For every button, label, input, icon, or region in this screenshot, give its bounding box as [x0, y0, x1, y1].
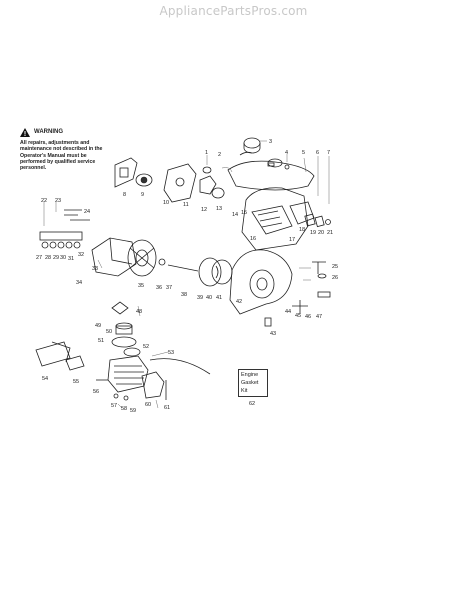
- warning-notice: WARNING All repairs, adjustments and mai…: [20, 128, 112, 171]
- callout-29: 29: [53, 255, 59, 261]
- callout-52: 52: [143, 344, 149, 350]
- warning-triangle-icon: [20, 128, 30, 137]
- callout-23: 23: [55, 198, 61, 204]
- callout-30: 30: [60, 255, 66, 261]
- callout-62: 62: [249, 401, 255, 407]
- callout-33: 33: [92, 266, 98, 272]
- callout-41: 41: [216, 295, 222, 301]
- callout-61: 61: [164, 405, 170, 411]
- callout-11: 11: [183, 202, 189, 208]
- callout-51: 51: [98, 338, 104, 344]
- callout-19: 19: [310, 230, 316, 236]
- callout-50: 50: [106, 329, 112, 335]
- callout-24: 24: [84, 209, 90, 215]
- callout-12: 12: [201, 207, 207, 213]
- callout-13: 13: [216, 206, 222, 212]
- callout-20: 20: [318, 230, 324, 236]
- warning-title: WARNING: [34, 129, 63, 136]
- callout-26: 26: [332, 275, 338, 281]
- callout-15: 15: [241, 210, 247, 216]
- callout-18: 18: [299, 227, 305, 233]
- callout-9: 9: [141, 192, 144, 198]
- callout-45: 45: [295, 313, 301, 319]
- callout-28: 28: [45, 255, 51, 261]
- callout-6: 6: [316, 150, 319, 156]
- callout-8: 8: [123, 192, 126, 198]
- kit-line-1: Engine: [241, 372, 259, 378]
- callout-32: 32: [78, 252, 84, 258]
- callout-34: 34: [76, 280, 82, 286]
- callout-25: 25: [332, 264, 338, 270]
- kit-line-3: Kit: [241, 388, 248, 394]
- callout-39: 39: [197, 295, 203, 301]
- callout-43: 43: [270, 331, 276, 337]
- callout-27: 27: [36, 255, 42, 261]
- callout-3: 3: [269, 139, 272, 145]
- callout-48: 48: [136, 309, 142, 315]
- callout-49: 49: [95, 323, 101, 329]
- callout-44: 44: [285, 309, 291, 315]
- callout-7: 7: [327, 150, 330, 156]
- callout-17: 17: [289, 237, 295, 243]
- callout-22: 22: [41, 198, 47, 204]
- callout-31: 31: [68, 256, 74, 262]
- warning-heading: WARNING: [20, 128, 112, 137]
- callout-47: 47: [316, 314, 322, 320]
- callout-38: 38: [181, 292, 187, 298]
- site-watermark: AppliancePartsPros.com: [159, 4, 308, 18]
- callout-60: 60: [145, 402, 151, 408]
- callout-35: 35: [138, 283, 144, 289]
- callout-21: 21: [327, 230, 333, 236]
- callout-54: 54: [42, 376, 48, 382]
- callout-46: 46: [305, 314, 311, 320]
- callout-56: 56: [93, 389, 99, 395]
- callout-5: 5: [302, 150, 305, 156]
- callout-16: 16: [250, 236, 256, 242]
- callout-55: 55: [73, 379, 79, 385]
- part-drawings: [35, 137, 331, 401]
- engine-gasket-kit-box: Engine Gasket Kit: [238, 369, 268, 397]
- callout-4: 4: [285, 150, 288, 156]
- callout-57: 57: [111, 403, 117, 409]
- callout-2: 2: [218, 152, 221, 158]
- callout-14: 14: [232, 212, 238, 218]
- callout-1: 1: [205, 150, 208, 156]
- warning-text: All repairs, adjustments and maintenance…: [20, 140, 103, 172]
- callout-numbers: 1 2 3 4 5 6 7 8 9 10 11 12 13 14 15 16 1…: [36, 139, 338, 414]
- leader-lines: [43, 140, 330, 409]
- callout-40: 40: [206, 295, 212, 301]
- callout-53: 53: [168, 350, 174, 356]
- callout-59: 59: [130, 408, 136, 414]
- callout-37: 37: [166, 285, 172, 291]
- callout-10: 10: [163, 200, 169, 206]
- callout-42: 42: [236, 299, 242, 305]
- kit-line-2: Gasket: [241, 380, 259, 386]
- callout-36: 36: [156, 285, 162, 291]
- callout-58: 58: [121, 406, 127, 412]
